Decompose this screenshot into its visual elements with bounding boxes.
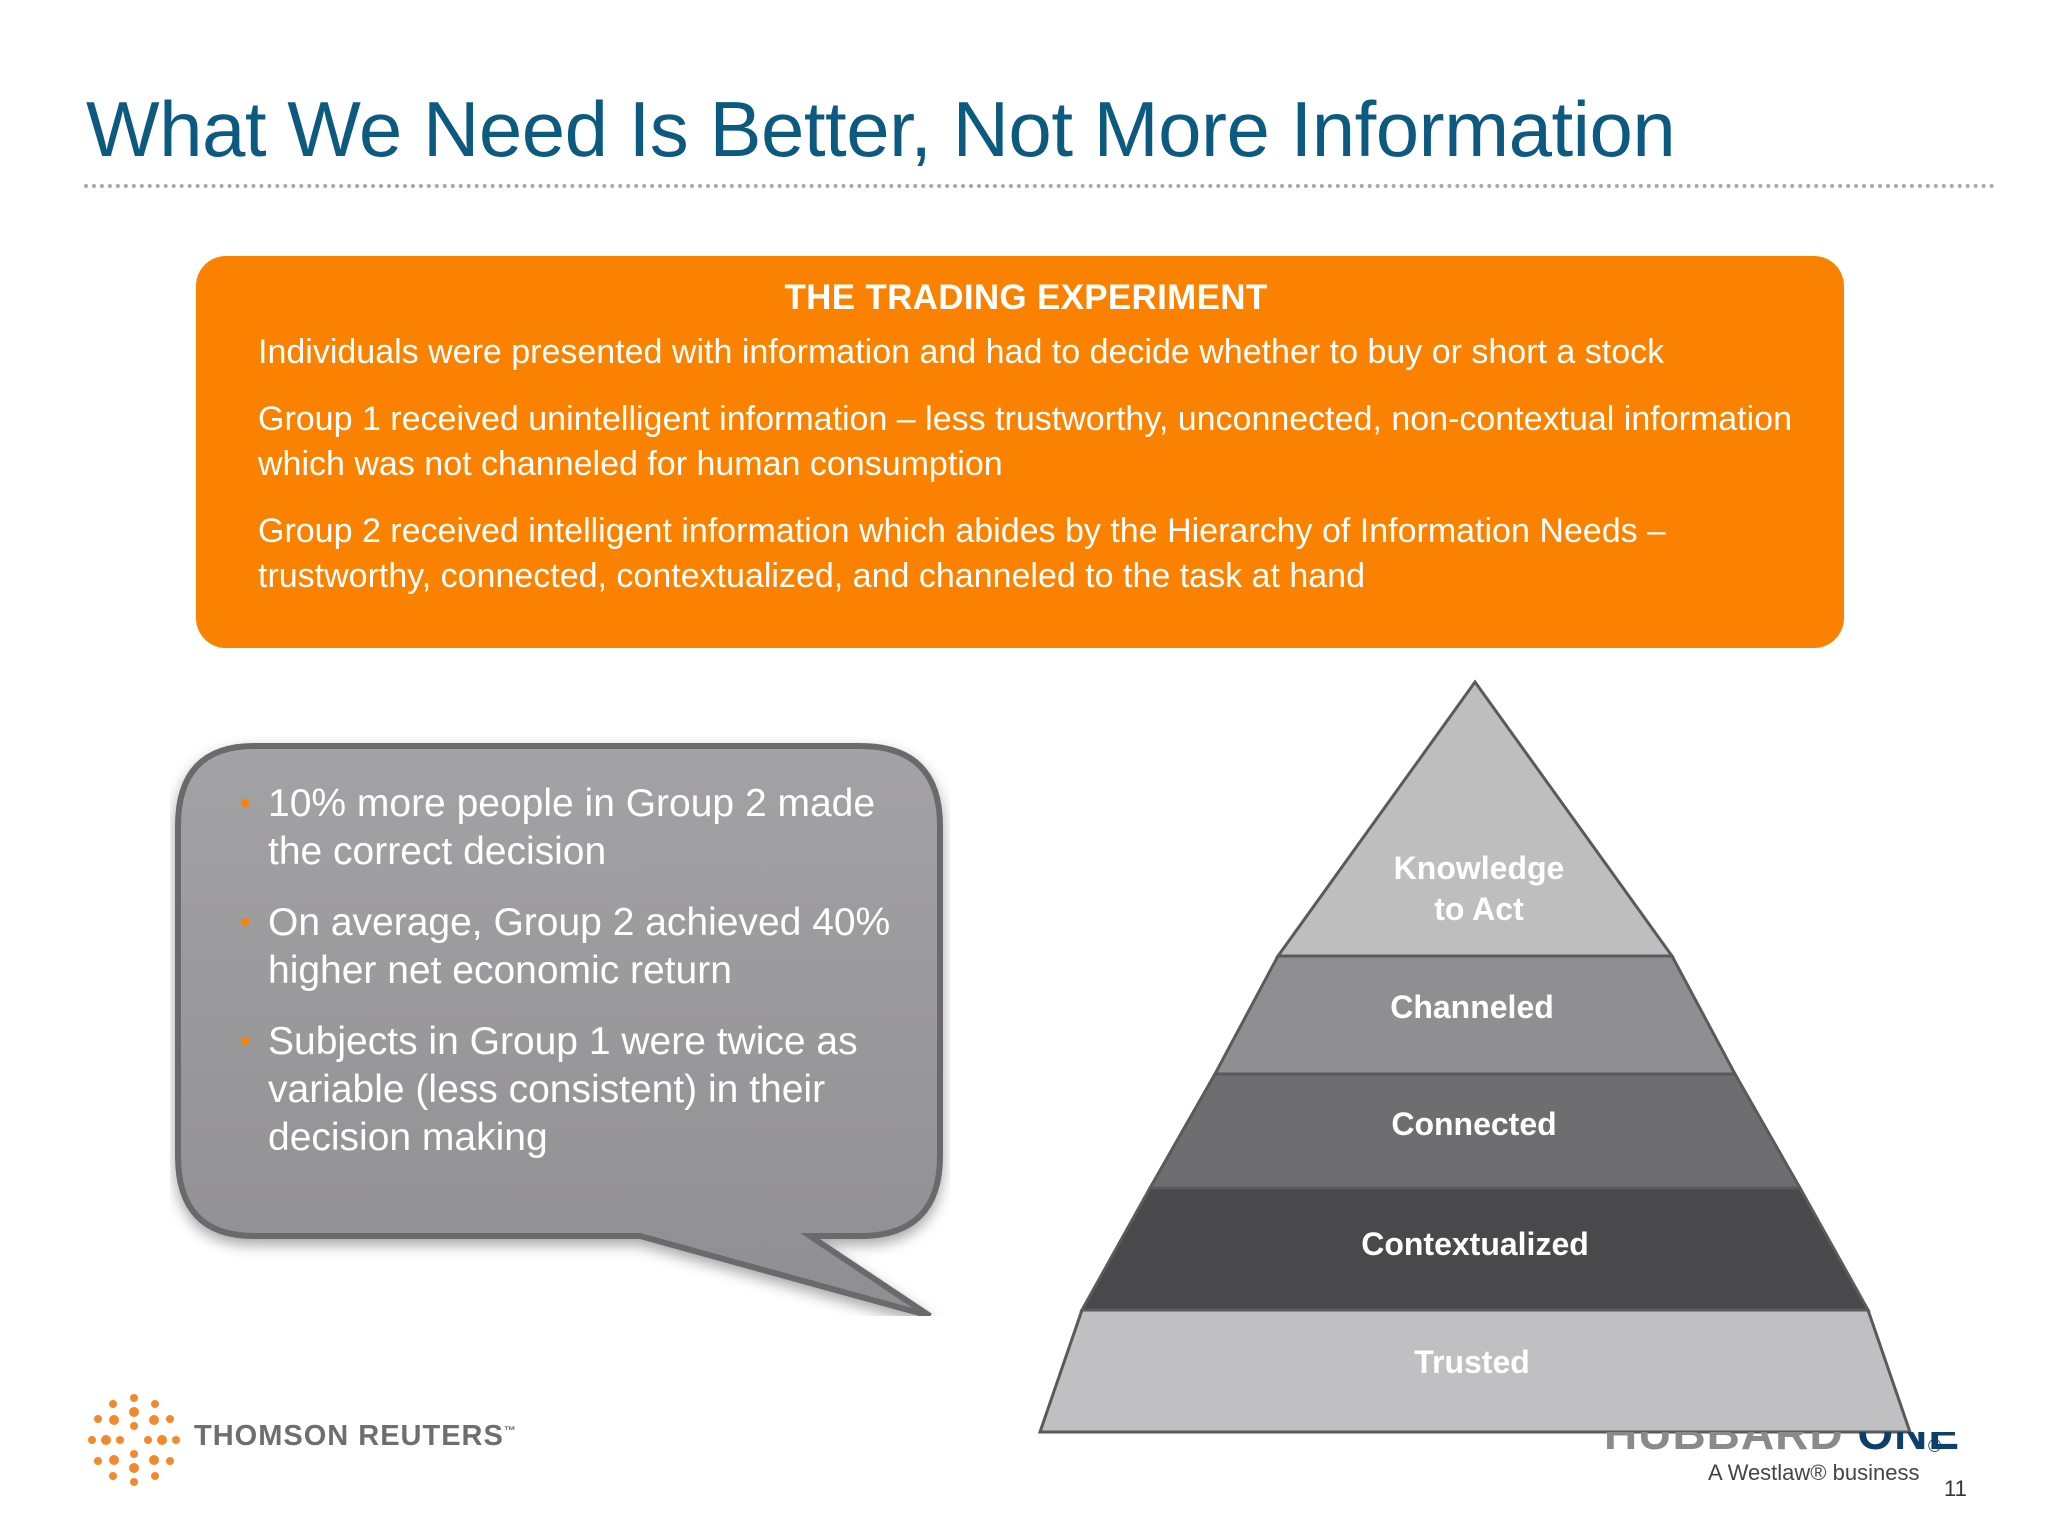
pyramid-label-connected: Connected [1391,1106,1556,1142]
slide-title: What We Need Is Better, Not More Informa… [86,85,1676,173]
experiment-paragraph-3: Group 2 received intelligent information… [258,512,1666,595]
pyramid-label-knowledge: Knowledge [1394,850,1565,886]
bullet-dot-icon: • [240,787,251,820]
results-list: • 10% more people in Group 2 made the co… [240,780,900,1185]
pyramid-label-trusted: Trusted [1414,1344,1530,1380]
information-hierarchy-pyramid: Knowledge to Act Channeled Connected Con… [1037,679,1913,1434]
hubbard-one-registered-mark: ® [1928,1436,1942,1456]
hubbard-one-logo: HUBBARD ONE [1604,1407,1961,1459]
hubbard-one-subtitle: A Westlaw® business [1708,1460,1920,1485]
result-bullet-1: • 10% more people in Group 2 made the co… [240,782,876,873]
pyramid-level-trusted [1037,1308,1913,1434]
result-bullet-2: • On average, Group 2 achieved 40% highe… [240,901,891,992]
pyramid-label-channeled: Channeled [1390,989,1554,1025]
experiment-paragraph-1: Individuals were presented with informat… [258,333,1665,371]
experiment-paragraph-2: Group 1 received unintelligent informati… [258,400,1793,483]
experiment-heading: THE TRADING EXPERIMENT [784,278,1268,317]
bullet-dot-icon: • [240,906,251,939]
result-bullet-3: • Subjects in Group 1 were twice as vari… [240,1020,858,1159]
page-number: 11 [1944,1476,1967,1501]
thomson-reuters-logo-text: THOMSON REUTERS™ [194,1420,517,1452]
speech-bubble [175,743,943,1316]
pyramid-label-contextualized: Contextualized [1361,1226,1589,1262]
trading-experiment-box: THE TRADING EXPERIMENT Individuals were … [196,256,1844,648]
thomson-reuters-dots-icon [88,1394,180,1486]
title-divider [84,184,1996,188]
pyramid-label-to-act: to Act [1434,891,1524,927]
bullet-dot-icon: • [240,1025,251,1058]
